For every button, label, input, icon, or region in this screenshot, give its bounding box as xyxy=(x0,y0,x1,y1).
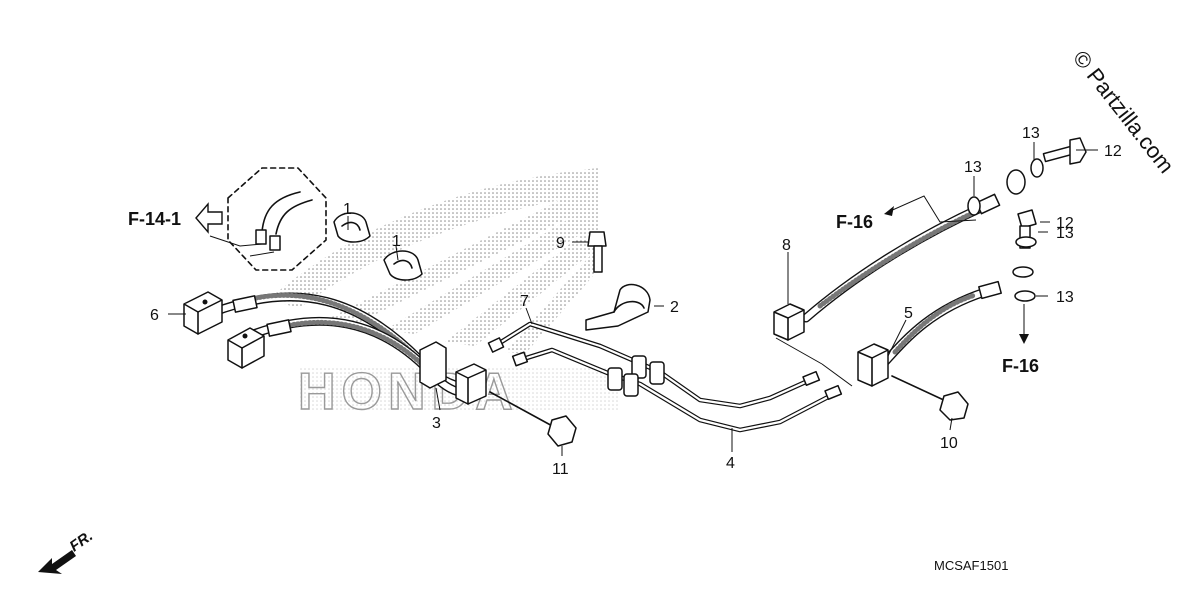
callout-5: 5 xyxy=(904,305,913,322)
callout-12a: 12 xyxy=(1104,143,1122,160)
callout-8: 8 xyxy=(782,237,791,254)
callout-6: 6 xyxy=(150,307,159,324)
callout-2: 2 xyxy=(670,299,679,316)
callout-12b: 12 xyxy=(1056,215,1074,232)
callout-9: 9 xyxy=(556,235,565,252)
callout-13c: 13 xyxy=(1056,225,1074,242)
brake-hose-5 xyxy=(880,287,990,367)
hose-joint-6-upper xyxy=(183,291,223,335)
brake-hose-8 xyxy=(801,201,990,323)
clip-1-b xyxy=(383,250,423,281)
bolt-11 xyxy=(489,391,577,447)
diagram-code: MCSAF1501 xyxy=(934,558,1008,573)
callout-3: 3 xyxy=(432,415,441,432)
callout-13d: 13 xyxy=(1056,289,1074,306)
bolt-12-upper xyxy=(1042,137,1087,165)
callout-13a: 13 xyxy=(964,159,982,176)
bolt-9 xyxy=(587,231,607,273)
section-arrow-left-icon xyxy=(195,202,223,234)
callout-10: 10 xyxy=(940,435,958,452)
callout-11: 11 xyxy=(552,461,569,478)
front-direction-arrow-icon xyxy=(38,550,76,574)
clamp-2 xyxy=(585,283,651,331)
callout-1a: 1 xyxy=(343,201,352,218)
bolt-10 xyxy=(891,375,969,421)
section-ref-f-14-1: F-14-1 xyxy=(128,209,181,229)
detail-inset xyxy=(209,167,327,271)
pipe-fittings xyxy=(232,193,1002,401)
washers-13 xyxy=(967,158,1044,302)
brake-hose-6 xyxy=(209,292,473,399)
leader-lines xyxy=(168,142,1098,456)
three-way-joint-5 xyxy=(857,343,889,387)
hose-joint-6-lower xyxy=(227,327,265,369)
three-way-joint-3 xyxy=(419,341,487,405)
clip-1-a xyxy=(333,212,371,243)
brake-pipe-4 xyxy=(517,347,833,433)
section-ref-f-16-upper: F-16 xyxy=(836,212,873,232)
callout-13b: 13 xyxy=(1022,125,1040,142)
callout-7: 7 xyxy=(520,293,529,310)
brake-pipe-7 xyxy=(495,321,813,409)
three-way-joint-8 xyxy=(773,303,805,341)
copyright-watermark: © Partzilla.com xyxy=(1068,46,1179,178)
section-ref-f-16-lower: F-16 xyxy=(1002,356,1039,376)
callout-1b: 1 xyxy=(392,233,401,250)
pipe-grommets xyxy=(607,355,665,397)
callout-4: 4 xyxy=(726,455,735,472)
